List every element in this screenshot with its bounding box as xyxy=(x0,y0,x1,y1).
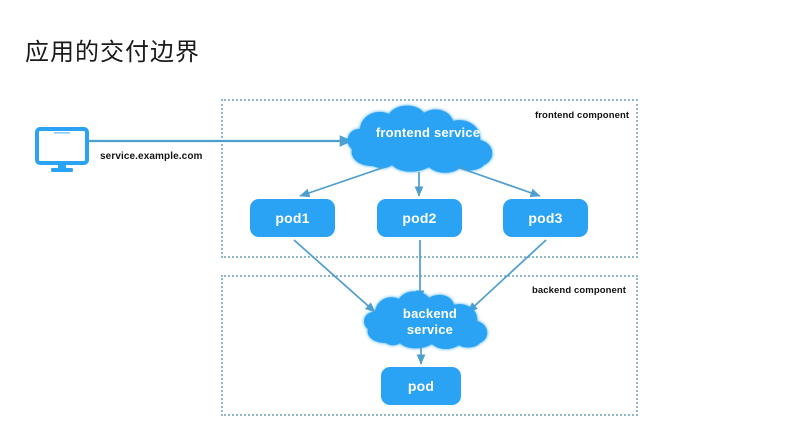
pod1-label: pod1 xyxy=(275,210,310,226)
frontend-component-boundary xyxy=(221,99,638,258)
monitor-icon xyxy=(35,127,89,173)
backend-component-boundary xyxy=(221,275,638,416)
connector-pod3-to-backend-service xyxy=(467,239,547,313)
connector-pod1-to-backend-service xyxy=(293,239,376,313)
backend-pod-node[interactable]: pod xyxy=(381,367,461,405)
pod1-node[interactable]: pod1 xyxy=(250,199,335,237)
backend-service-cloud xyxy=(364,291,488,350)
pod3-label: pod3 xyxy=(528,210,563,226)
pod2-node[interactable]: pod2 xyxy=(377,199,462,237)
endpoint-label: service.example.com xyxy=(100,151,203,162)
pod3-node[interactable]: pod3 xyxy=(503,199,588,237)
backend-pod-label: pod xyxy=(407,378,435,394)
connector-frontend-service-to-pod3 xyxy=(456,166,541,198)
frontend-component-label: frontend component xyxy=(535,110,630,121)
backend-component-label: backend component xyxy=(532,285,627,296)
connector-frontend-service-to-pod1 xyxy=(299,166,386,198)
page-title: 应用的交付边界 xyxy=(25,39,200,66)
pod2-label: pod2 xyxy=(402,210,437,226)
frontend-service-cloud xyxy=(347,105,493,173)
